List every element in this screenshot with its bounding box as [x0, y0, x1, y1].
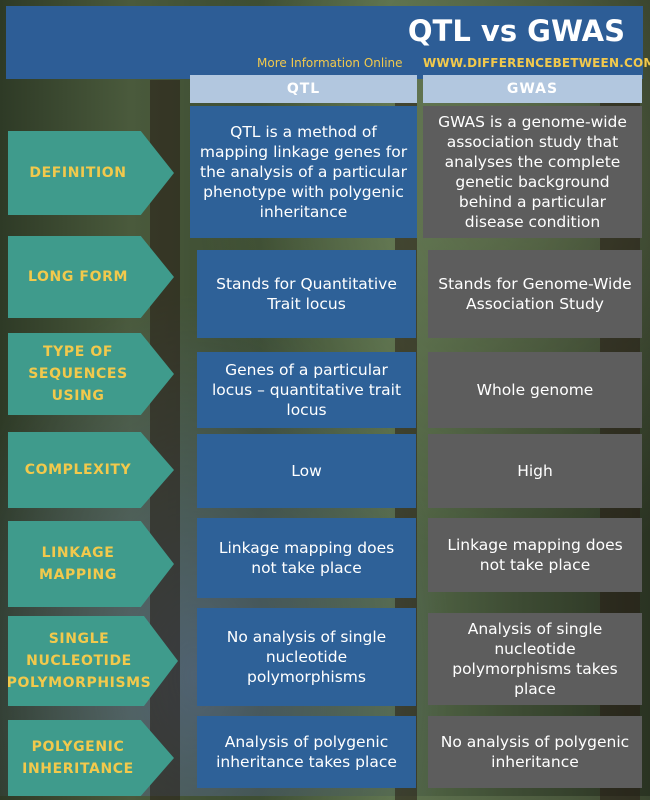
row-label-complexity: COMPLEXITY	[8, 432, 174, 508]
gwas-long-form-cell: Stands for Genome-Wide Association Study	[428, 250, 642, 338]
more-info-text: More Information Online	[257, 56, 403, 70]
gwas-sequence-type-cell: Whole genome	[428, 352, 642, 428]
qtl-snp-cell: No analysis of single nucleotide polymor…	[197, 608, 416, 706]
row-label-text: SINGLE NUCLEOTIDE POLYMORPHISMS	[6, 631, 152, 691]
header-banner: QTL vs GWAS More Information Online WWW.…	[6, 6, 650, 79]
gwas-linkage-mapping-cell: Linkage mapping does not take place	[428, 518, 642, 592]
gwas-definition-cell: GWAS is a genome-wide association study …	[423, 106, 642, 238]
row-label-text: LONG FORM	[28, 269, 128, 285]
gwas-polygenic-cell: No analysis of polygenic inheritance	[428, 716, 642, 788]
row-label-text: COMPLEXITY	[24, 462, 132, 478]
qtl-sequence-type-cell: Genes of a particular locus – quantitati…	[197, 352, 416, 428]
row-label-text: POLYGENIC INHERITANCE	[22, 739, 134, 777]
column-header-qtl: QTL	[190, 75, 417, 103]
gwas-complexity-cell: High	[428, 434, 642, 508]
qtl-linkage-mapping-cell: Linkage mapping does not take place	[197, 518, 416, 598]
qtl-definition-cell: QTL is a method of mapping linkage genes…	[190, 106, 417, 238]
row-label-polygenic-inheritance: POLYGENIC INHERITANCE	[8, 720, 174, 796]
column-header-gwas: GWAS	[423, 75, 642, 103]
qtl-complexity-cell: Low	[197, 434, 416, 508]
qtl-polygenic-cell: Analysis of polygenic inheritance takes …	[197, 716, 416, 788]
gwas-snp-cell: Analysis of single nucleotide polymorphi…	[428, 613, 642, 705]
page-title: QTL vs GWAS	[407, 14, 625, 48]
qtl-long-form-cell: Stands for Quantitative Trait locus	[197, 250, 416, 338]
website-link[interactable]: WWW.DIFFERENCEBETWEEN.COM	[423, 56, 650, 70]
row-label-linkage-mapping: LINKAGE MAPPING	[8, 521, 174, 607]
row-label-text: TYPE OF SEQUENCES USING	[28, 344, 128, 404]
row-label-long-form: LONG FORM	[8, 236, 174, 318]
row-label-definition: DEFINITION	[8, 131, 174, 215]
row-label-snp: SINGLE NUCLEOTIDE POLYMORPHISMS	[8, 616, 178, 706]
row-label-type-of-sequences: TYPE OF SEQUENCES USING	[8, 333, 174, 415]
row-label-text: LINKAGE MAPPING	[39, 545, 117, 583]
row-label-text: DEFINITION	[29, 165, 127, 181]
